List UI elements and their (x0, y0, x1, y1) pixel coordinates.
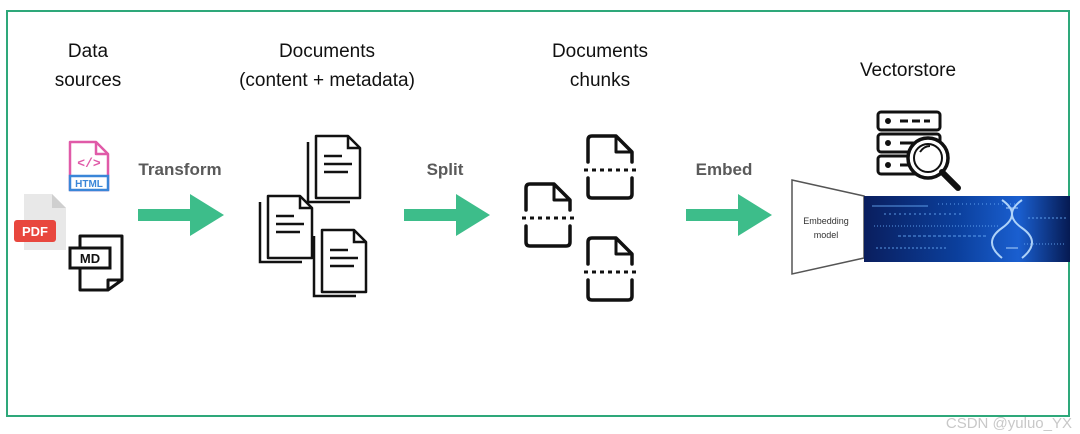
md-file-icon: MD (68, 234, 124, 292)
html-code-glyph: </> (77, 156, 101, 171)
split-arrow-icon (404, 194, 490, 236)
title-chunks-line1: Documents (551, 41, 649, 62)
pdf-label: PDF (22, 224, 48, 239)
document-stack-icon-bottom (312, 228, 368, 298)
step-transform-label: Transform (138, 160, 222, 179)
title-vectorstore-line1: Vectorstore (859, 60, 957, 81)
pdf-file-icon: PDF (14, 194, 66, 250)
vectorstore-database-search-icon (876, 110, 961, 191)
embedding-model-panel: Embedding model (791, 179, 1070, 275)
embedding-model-label-line1: Embedding (803, 216, 849, 226)
document-stack-icon-left (258, 194, 314, 264)
chunk-icon-left (522, 182, 576, 248)
chunk-icon-top (584, 134, 638, 200)
chunk-icon-bottom (584, 236, 638, 302)
step-embed-label: Embed (695, 160, 753, 179)
html-label: HTML (75, 179, 103, 190)
transform-arrow-icon (138, 194, 224, 236)
watermark: CSDN @yuluo_YX (945, 415, 1072, 432)
title-chunks-line2: chunks (569, 70, 631, 91)
title-data-sources-line1: Data (67, 41, 109, 62)
title-documents: Documents (content + metadata) (222, 37, 432, 95)
title-documents-line1: Documents (278, 41, 376, 62)
document-stack-icon-top (306, 134, 362, 204)
html-file-icon: </> HTML (68, 140, 110, 192)
title-documents-line2: (content + metadata) (239, 70, 415, 91)
embed-arrow-icon (686, 194, 772, 236)
dna-helix-glyph (991, 199, 1033, 259)
title-data-sources: Data sources (38, 37, 138, 95)
vector-embedding-image (864, 196, 1070, 262)
embedding-model-label-line2: model (814, 230, 839, 240)
title-vectorstore: Vectorstore (838, 56, 978, 85)
embedding-model-funnel-shape (791, 179, 865, 275)
title-data-sources-line2: sources (54, 70, 122, 91)
md-label: MD (80, 251, 100, 266)
step-split-label: Split (426, 160, 464, 179)
vector-data-streaks (872, 203, 1066, 249)
title-chunks: Documents chunks (530, 37, 670, 95)
